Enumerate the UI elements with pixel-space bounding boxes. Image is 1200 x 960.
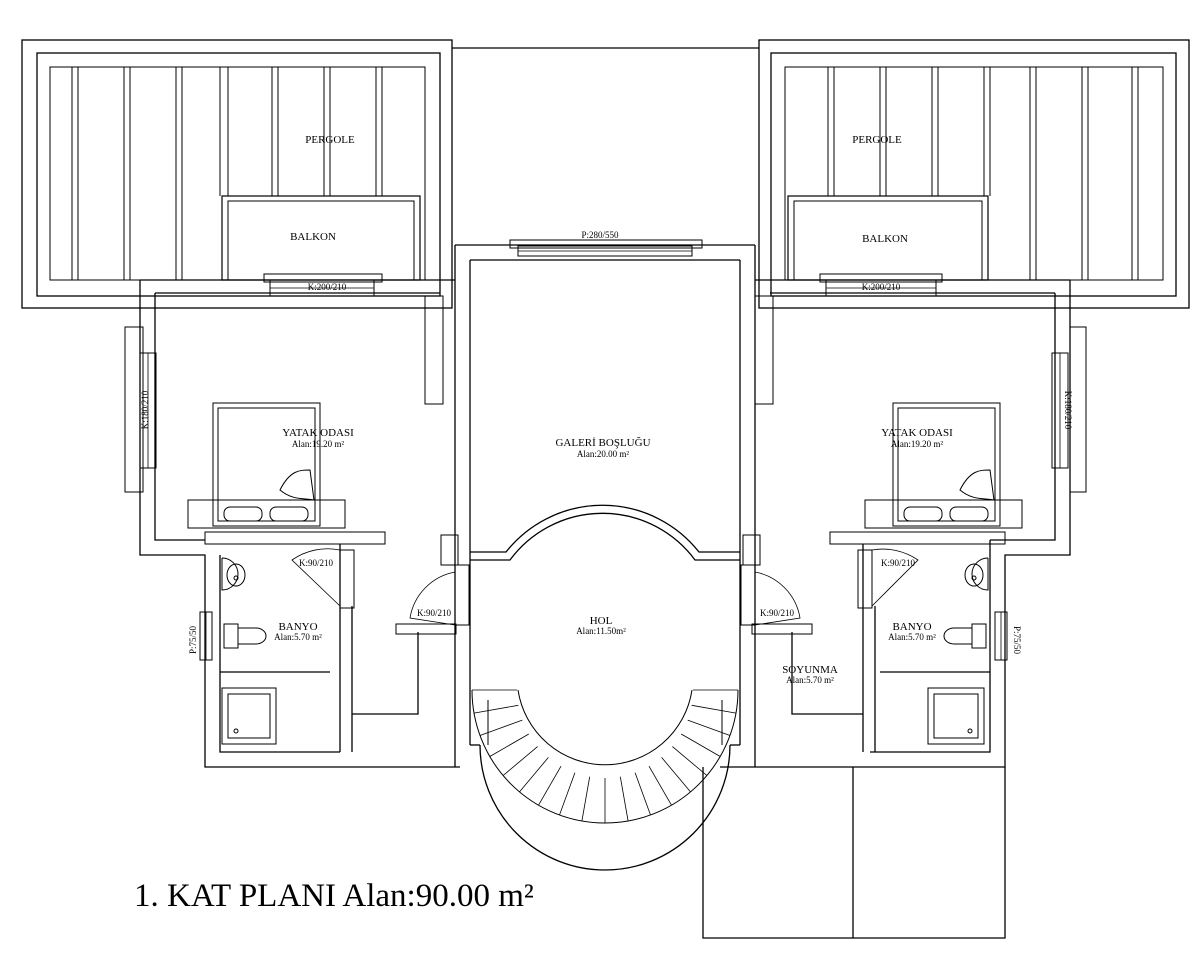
- k90-banyo-left-label: K:90/210: [299, 558, 334, 568]
- yatak-left-name: YATAK ODASI: [282, 427, 354, 439]
- banyo-left-name: BANYO: [278, 621, 317, 633]
- stair-tread: [672, 746, 708, 776]
- p75-left-label: P:75/50: [188, 626, 198, 655]
- k90-hall-left-label: K:90/210: [417, 608, 452, 618]
- stair-tread: [489, 733, 529, 757]
- yatak-left-area: Alan:19.20 m²: [292, 439, 344, 449]
- p75-right-label: P:75/50: [1012, 626, 1022, 655]
- pergole-left-label: PERGOLE: [305, 134, 355, 146]
- k90-banyo-right-label: K:90/210: [881, 558, 916, 568]
- stair-tread: [538, 766, 562, 806]
- openings: P:280/550 K:200/210 K:200/210 K:180/210 …: [124, 230, 1087, 661]
- banyo-left-area: Alan:5.70 m²: [274, 632, 322, 642]
- stair-tread: [473, 704, 519, 714]
- balkon-right-label: BALKON: [862, 233, 908, 245]
- yatak-right-area: Alan:19.20 m²: [891, 439, 943, 449]
- washbasin-icon: [221, 557, 246, 591]
- toilet-icon: [223, 623, 267, 649]
- hol-area: Alan:11.50m²: [576, 626, 626, 636]
- stair-tread: [479, 719, 523, 736]
- k200-right-label: K:200/210: [862, 282, 901, 292]
- shower-tray-icon: [221, 687, 277, 745]
- galeri-name: GALERİ BOŞLUĞU: [555, 437, 650, 449]
- banyo-right-area: Alan:5.70 m²: [888, 632, 936, 642]
- washbasin-icon: [964, 557, 989, 591]
- exterior-walls: [139, 47, 1071, 939]
- pergole-right-label: PERGOLE: [852, 134, 902, 146]
- stair-tread: [581, 776, 591, 822]
- k180-left-label: K:180/210: [140, 390, 150, 429]
- stair-tread: [681, 733, 721, 757]
- stair-tread: [634, 772, 651, 816]
- stair-tread: [648, 766, 672, 806]
- stair-tread: [619, 776, 629, 822]
- stair-tread: [559, 772, 576, 816]
- stair-tread: [687, 719, 731, 736]
- pergola-right: PERGOLE BALKON: [758, 39, 1190, 309]
- stair-tread: [519, 757, 549, 793]
- toilet-icon: [943, 623, 987, 649]
- shower-tray-icon: [927, 687, 985, 745]
- galeri-window-label: P:280/550: [581, 230, 619, 240]
- room-labels: YATAK ODASI Alan:19.20 m² YATAK ODASI Al…: [274, 427, 953, 685]
- spiral-stair-icon: [470, 689, 740, 871]
- interior-walls: [204, 295, 1006, 752]
- galeri-area: Alan:20.00 m²: [577, 449, 629, 459]
- k200-left-label: K:200/210: [308, 282, 347, 292]
- plan-title: 1. KAT PLANI Alan:90.00 m²: [134, 878, 534, 914]
- stair-tread: [661, 757, 691, 793]
- stair-tread: [691, 704, 737, 714]
- bed-icon: [864, 402, 1023, 529]
- k90-hall-right-label: K:90/210: [760, 608, 795, 618]
- balkon-left-label: BALKON: [290, 231, 336, 243]
- stair-tread: [502, 746, 538, 776]
- hol-name: HOL: [590, 615, 613, 627]
- soyunma-name: SOYUNMA: [782, 664, 838, 676]
- banyo-right-name: BANYO: [892, 621, 931, 633]
- soyunma-area: Alan:5.70 m²: [786, 675, 834, 685]
- bed-icon: [187, 402, 346, 529]
- yatak-right-name: YATAK ODASI: [881, 427, 953, 439]
- pergola-left: PERGOLE BALKON: [21, 39, 453, 309]
- k180-right-label: K:180/210: [1063, 391, 1073, 430]
